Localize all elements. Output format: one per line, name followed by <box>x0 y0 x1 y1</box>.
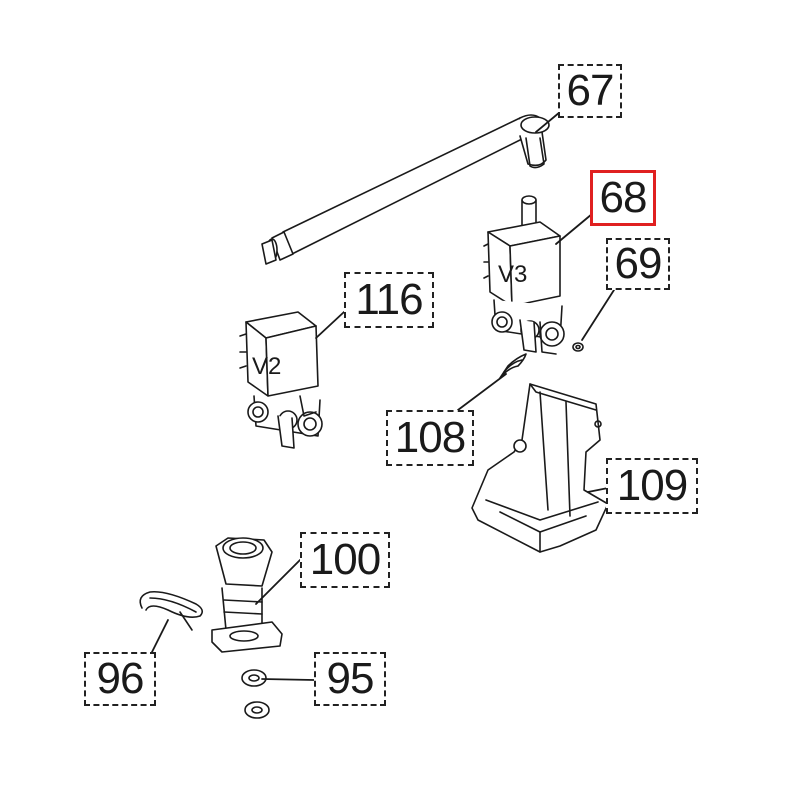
callout-116: 116 <box>344 272 434 328</box>
valve-label-v2: V2 <box>252 353 281 380</box>
valve-part-116 <box>239 311 323 449</box>
callout-100: 100 <box>300 532 390 588</box>
callout-68-highlighted: 68 <box>590 170 656 226</box>
oring-part-69 <box>572 342 584 352</box>
valve-label-v3: V3 <box>498 261 527 288</box>
callout-95: 95 <box>314 652 386 706</box>
valve-part-68 <box>483 195 565 355</box>
clip-part-108 <box>499 353 527 379</box>
pin-part-96 <box>139 590 204 631</box>
callout-69: 69 <box>606 238 670 290</box>
callout-108: 108 <box>386 410 474 466</box>
callout-109: 109 <box>606 458 698 514</box>
fitting-part-100 <box>211 537 283 653</box>
callout-67: 67 <box>558 64 622 118</box>
bracket-part-109 <box>471 383 609 553</box>
callout-96: 96 <box>84 652 156 706</box>
tube-part-67 <box>261 114 550 265</box>
washers-part-95 <box>241 669 270 719</box>
leader-lines <box>149 111 615 681</box>
